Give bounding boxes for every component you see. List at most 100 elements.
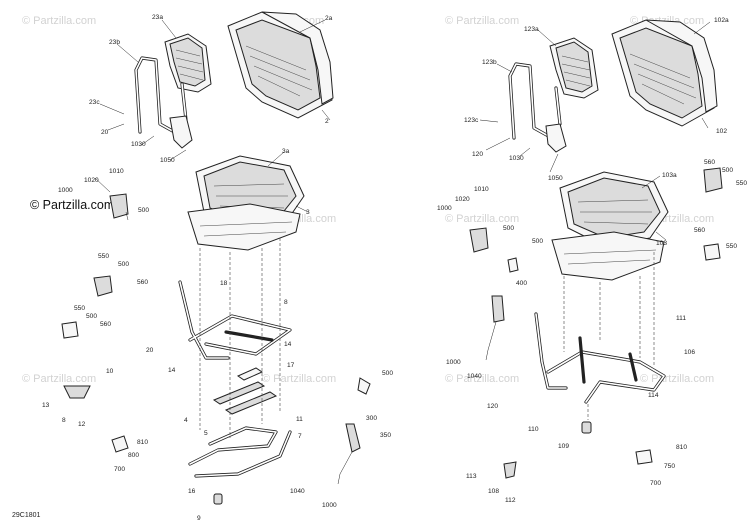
callout-label: 123c [464,117,479,124]
callouts-right: 123a 123b 123c 120 1030 1050 102a 102 10… [437,17,747,504]
callout-label: 8 [62,417,66,424]
headrest-123a [549,37,599,99]
watermark-text: © Partzilla.com [262,373,336,385]
callout-label: 14 [284,341,292,348]
callout-label: 700 [114,466,125,473]
callout-label: 123a [524,26,539,33]
callout-label: 1020 [455,196,470,203]
lower-frame-106 [534,312,666,404]
callout-label: 7 [298,433,302,440]
callout-label: 350 [380,432,391,439]
callout-label: 1050 [548,175,563,182]
watermark-main: © Partzilla.com [30,198,114,212]
callout-label: 500 [138,207,149,214]
callout-label: 2 [325,118,329,125]
callout-label: 120 [487,403,498,410]
seat-base-frame-8 [178,280,292,360]
callout-label: 700 [650,480,661,487]
callout-label: 560 [137,279,148,286]
callout-label: 3 [306,209,310,216]
callout-label: 1030 [131,141,146,148]
callout-label: 1040 [290,488,305,495]
callout-label: 1010 [109,168,124,175]
seat-cushion-103 [551,171,669,281]
callout-label: 560 [100,321,111,328]
callout-label: 9 [197,515,201,522]
callout-label: 4 [184,417,188,424]
callout-label: 560 [704,159,715,166]
callout-label: 106 [684,349,695,356]
callout-label: 18 [220,280,228,287]
callout-label: 11 [296,416,303,423]
callout-label: 12 [78,421,86,428]
latch-brackets-left [61,193,129,453]
callout-label: 108 [488,488,499,495]
seat-cushion-3 [187,155,305,251]
callout-label: 120 [472,151,483,158]
callout-label: 109 [558,443,569,450]
callout-label: 111 [676,315,686,322]
callout-label: 560 [694,227,705,234]
callout-label: 1000 [437,205,452,212]
callout-label: 400 [516,280,527,287]
callout-label: 23a [152,14,163,21]
callout-label: 1000 [446,359,461,366]
callout-label: 1020 [84,177,99,184]
callout-label: 103a [662,172,677,179]
watermark-text: © Partzilla.com [22,15,96,27]
callout-label: 500 [503,225,514,232]
callout-label: 500 [532,238,543,245]
callout-label: 123b [482,59,497,66]
callout-label: 1050 [160,157,175,164]
callout-label: 810 [676,444,687,451]
callout-label: 500 [382,370,393,377]
backrest-frame-23b [134,56,193,149]
callout-label: 800 [128,452,139,459]
watermark-text: © Partzilla.com [445,213,519,225]
callout-label: 3a [282,148,290,155]
callout-label: 750 [664,463,675,470]
callout-label: 17 [287,362,295,369]
callout-label: 114 [648,392,659,399]
callout-label: 1040 [467,373,482,380]
callout-label: 550 [98,253,109,260]
callout-label: 1000 [58,187,73,194]
backrest-shell-102 [611,19,718,127]
lower-frame-7 [188,426,292,505]
callout-label: 13 [42,402,50,409]
callout-label: 550 [726,243,737,250]
callout-label: 5 [204,430,208,437]
callout-label: 550 [736,180,747,187]
callout-label: 500 [722,167,733,174]
right-assembly [469,19,723,479]
strut-300 [337,377,371,485]
callout-label: 500 [118,261,129,268]
strut-400 [485,257,519,361]
watermark-text: © Partzilla.com [22,373,96,385]
callout-label: 1010 [474,186,489,193]
callout-label: 8 [284,299,288,306]
watermark-text: © Partzilla.com [445,373,519,385]
callout-label: 20 [101,129,109,136]
callout-label: 550 [74,305,85,312]
callout-label: 300 [366,415,377,422]
callouts-left: 23a 23b 23c 20 1030 1050 2a 2 3a 3 1010 … [42,14,393,522]
watermark-text: © Partzilla.com [640,373,714,385]
callout-label: 102 [716,128,727,135]
callout-label: 103 [656,240,667,247]
callout-label: 14 [168,367,176,374]
backrest-frame-123b [508,62,567,153]
callout-label: 20 [146,347,154,354]
callout-label: 1000 [322,502,337,509]
callout-label: 810 [137,439,148,446]
callout-label: 16 [188,488,196,495]
latch-brackets-right [469,167,723,479]
callout-label: 110 [528,426,539,433]
watermark-text: © Partzilla.com [445,15,519,27]
callout-label: 10 [106,368,114,375]
left-assembly [61,11,371,505]
callout-label: 23b [109,39,120,46]
headrest-23a [164,33,212,93]
callout-label: 2a [325,15,333,22]
